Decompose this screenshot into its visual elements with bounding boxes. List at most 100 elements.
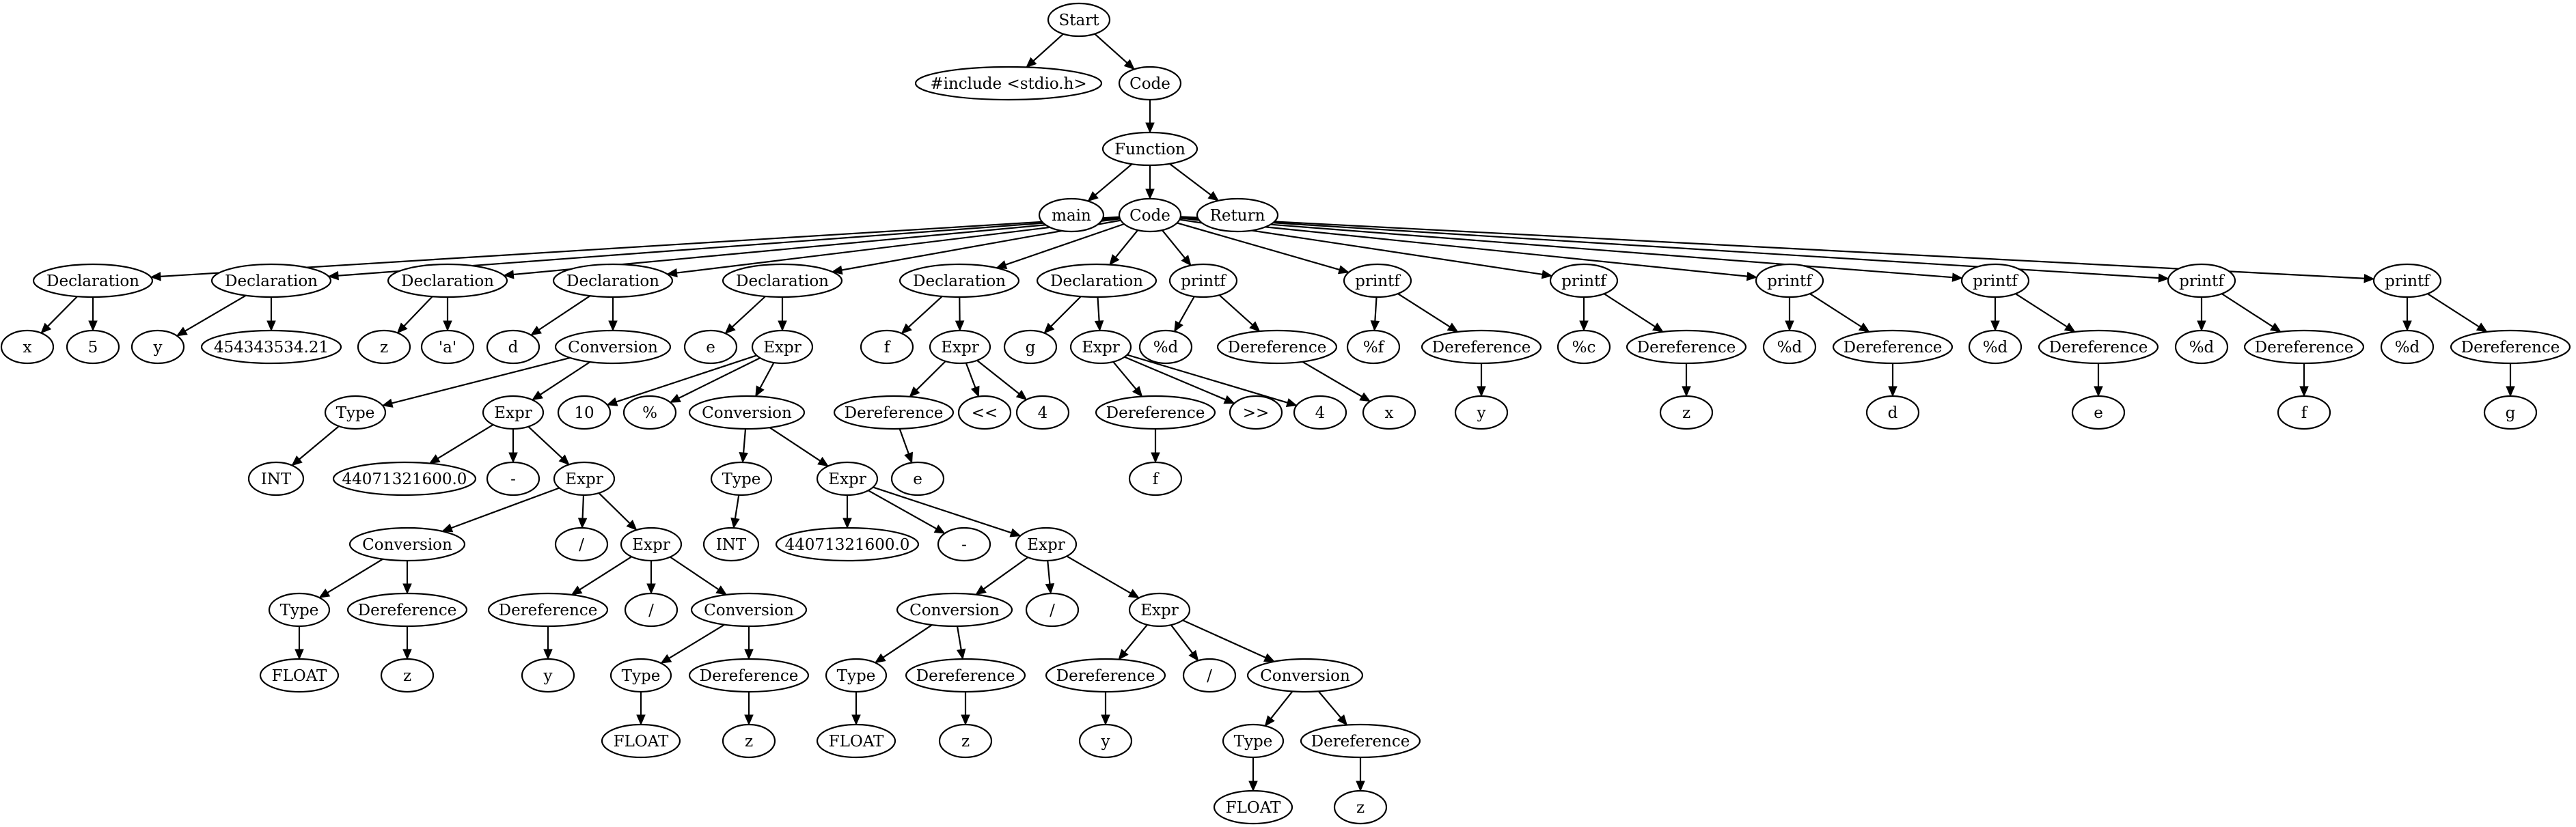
edge: [868, 490, 946, 534]
edge: [294, 626, 304, 660]
tree-node: y: [1454, 395, 1509, 430]
arrow-head: [1188, 649, 1199, 662]
node-label: %d: [2189, 339, 2215, 356]
arrow-head: [874, 653, 886, 664]
node-ellipse: [1755, 263, 1824, 298]
node-ellipse: [324, 395, 387, 430]
edge-line: [1066, 555, 1132, 594]
node-label: Dereference: [1637, 339, 1736, 356]
tree-node: Expr: [620, 527, 683, 562]
node-ellipse: [890, 461, 945, 496]
tree-node: Code: [1118, 197, 1182, 233]
node-ellipse: [1960, 263, 2030, 298]
node-label: Declaration: [46, 272, 139, 290]
edge: [996, 223, 1125, 269]
edge: [1180, 216, 2375, 283]
tree-node: d: [486, 329, 540, 365]
arrow-head: [1263, 653, 1276, 662]
tree-node: f: [2277, 395, 2331, 430]
arrow-head: [2476, 322, 2488, 333]
edge: [899, 428, 913, 464]
node-ellipse: [688, 658, 810, 693]
tree-node: FLOAT: [1213, 789, 1293, 825]
arrow-head: [176, 326, 188, 337]
edge-line: [1218, 294, 1253, 326]
arrow-head: [1026, 57, 1037, 68]
arrow-head: [1951, 272, 1963, 282]
node-ellipse: [1036, 263, 1157, 298]
node-ellipse: [1293, 395, 1347, 430]
arrow-head: [1145, 122, 1155, 134]
node-label: %d: [2395, 339, 2420, 356]
node-label: e: [2094, 404, 2103, 422]
node-ellipse: [1138, 329, 1193, 365]
node-ellipse: [1182, 658, 1237, 693]
arrow-head: [1858, 322, 1870, 333]
node-label: INT: [716, 536, 747, 554]
node-ellipse: [1015, 527, 1078, 562]
node-label: printf: [1767, 272, 1813, 290]
node-label: Conversion: [1260, 667, 1350, 685]
arrow-head: [996, 260, 1008, 269]
edge: [396, 296, 433, 334]
edge: [1145, 100, 1155, 134]
tree-node: 'a': [420, 329, 475, 365]
edge: [1356, 757, 1365, 792]
arrow-head: [1785, 320, 1794, 332]
node-label: printf: [2385, 272, 2430, 290]
tree-node: Dereference: [1300, 723, 1421, 759]
node-ellipse: [1300, 723, 1421, 759]
node-label: Function: [1114, 141, 1186, 158]
arrow-head: [626, 520, 638, 531]
node-ellipse: [348, 527, 466, 562]
node-label: Declaration: [736, 272, 829, 290]
tree-node: main: [1038, 197, 1105, 233]
node-label: >>: [1243, 404, 1270, 422]
arrow-head: [1223, 395, 1235, 404]
tree-node: %c: [1557, 329, 1611, 365]
node-ellipse: [1343, 263, 1412, 298]
tree-node: printf: [2372, 263, 2442, 298]
tree-node: %d: [2380, 329, 2435, 365]
edge: [1370, 296, 1380, 332]
tree-node: Expr: [1128, 592, 1191, 628]
edge: [1124, 356, 1235, 404]
edge: [441, 487, 560, 533]
node-label: FLOAT: [829, 733, 884, 751]
node-label: Dereference: [845, 404, 944, 422]
node-label: Dereference: [700, 667, 799, 685]
tree-node: FLOAT: [601, 723, 681, 759]
node-label: Expr: [632, 536, 670, 554]
tree-node: 10: [557, 395, 612, 430]
node-ellipse: [1968, 329, 2023, 365]
node-ellipse: [1229, 395, 1283, 430]
tree-node: Dereference: [1045, 658, 1166, 693]
arrow-head: [666, 268, 678, 278]
node-ellipse: [557, 395, 612, 430]
node-label: Expr: [828, 471, 866, 488]
edge: [1180, 216, 1963, 282]
node-ellipse: [1128, 592, 1191, 628]
node-ellipse: [346, 592, 468, 628]
node-label: Dereference: [1311, 733, 1410, 751]
node-label: main: [1052, 207, 1091, 225]
tree-node: Declaration: [1036, 263, 1157, 298]
edge-line: [1180, 216, 1953, 279]
edge-line: [1050, 296, 1082, 327]
tree-node: Dereference: [1095, 395, 1216, 430]
tree-node: -: [937, 527, 991, 562]
edge-line: [2015, 293, 2068, 328]
node-ellipse: [860, 329, 914, 365]
arrow-head: [1094, 320, 1104, 332]
tree-node: /: [624, 592, 679, 628]
edge: [961, 692, 970, 726]
node-label: printf: [1181, 272, 1227, 290]
node-label: e: [913, 471, 922, 488]
tree-node: g: [2483, 395, 2538, 430]
edge-line: [598, 492, 631, 524]
arrow-head: [724, 323, 736, 335]
tree-node: z: [1659, 395, 1714, 430]
edge: [909, 361, 946, 397]
node-ellipse: [899, 263, 1020, 298]
tree-node: x: [0, 329, 55, 365]
